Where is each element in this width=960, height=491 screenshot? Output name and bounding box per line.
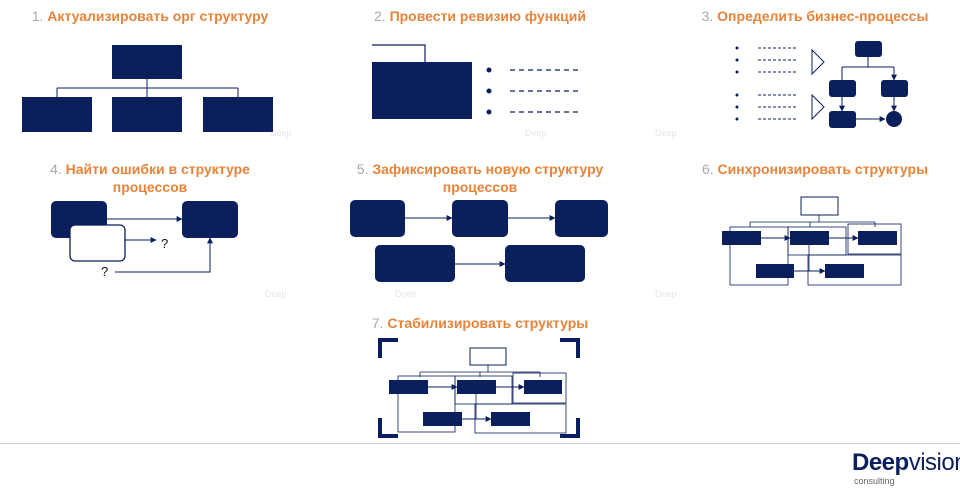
question-mark: ?	[101, 264, 109, 279]
bullet-dot	[735, 58, 739, 62]
org-top-box	[112, 45, 182, 79]
chevron-right-icon	[811, 93, 825, 121]
step-3-number: 3.	[701, 8, 714, 24]
process-box	[505, 245, 585, 282]
synchronize-diagram	[722, 196, 902, 286]
process-box	[491, 412, 530, 426]
footer-divider	[0, 443, 960, 444]
unit-frame	[512, 372, 567, 404]
function-audit-diagram	[372, 44, 580, 119]
process-box	[722, 231, 761, 245]
logo-deep: Deep	[852, 449, 909, 476]
bullet-dot	[486, 109, 492, 115]
watermark: Deep	[655, 128, 677, 138]
org-top-box	[800, 196, 839, 216]
watermark: Deep	[395, 289, 417, 299]
unit-frame	[729, 226, 789, 286]
org-top-box	[469, 347, 507, 366]
org-child-box	[22, 97, 92, 132]
bullet-dot	[735, 70, 739, 74]
business-process-diagram	[735, 41, 908, 128]
watermark: Deep	[270, 128, 292, 138]
step-3-title: 3. Определить бизнес-процессы	[680, 7, 950, 25]
chevron-right-icon	[811, 48, 825, 76]
process-box	[829, 111, 856, 128]
step-7-number: 7.	[371, 315, 384, 331]
step-1-label: Актуализировать орг структуру	[47, 8, 269, 24]
step-4-number: 4.	[50, 161, 62, 177]
org-child-box	[112, 97, 182, 132]
step-1-title: 1. Актуализировать орг структуру	[20, 7, 280, 25]
watermark: Deep	[265, 289, 287, 299]
step-2-title: 2. Провести ревизию функций	[350, 7, 610, 25]
org-connector	[749, 215, 876, 227]
find-errors-diagram	[51, 201, 238, 273]
unit-frame	[807, 254, 902, 286]
bullet-dot	[486, 88, 492, 94]
process-box	[855, 41, 882, 57]
step-6-number: 6.	[701, 161, 714, 177]
unit-frame	[847, 223, 902, 255]
process-box	[452, 200, 508, 237]
step-7-label: Стабилизировать структуры	[387, 315, 589, 331]
process-box	[524, 380, 562, 394]
function-tab-line	[372, 44, 426, 62]
logo-subtitle: consulting	[854, 476, 895, 486]
process-arrow	[115, 237, 213, 273]
process-box	[389, 380, 428, 394]
step-2-label: Провести ревизию функций	[389, 8, 586, 24]
bullet-dot	[486, 67, 492, 73]
process-box	[375, 245, 455, 282]
org-chart-diagram	[22, 45, 273, 132]
step-1-number: 1.	[31, 8, 44, 24]
process-end-circle	[886, 111, 902, 127]
bullet-dot	[735, 46, 739, 50]
process-connector	[841, 57, 894, 80]
process-box	[829, 80, 856, 97]
process-box	[858, 231, 897, 245]
stabilize-diagram	[378, 338, 580, 438]
step-3-label: Определить бизнес-процессы	[717, 8, 929, 24]
function-box	[372, 62, 472, 119]
step-7-title: 7. Стабилизировать структуры	[350, 314, 610, 332]
dashed-lines	[758, 47, 798, 120]
bullet-list	[735, 46, 739, 121]
corner-bracket	[378, 418, 398, 438]
process-box	[790, 231, 829, 245]
org-connector	[419, 365, 541, 377]
deepvision-logo: Deepvision consulting	[852, 449, 960, 488]
process-box	[881, 80, 908, 97]
step-5-title: 5. Зафиксировать новую структуру процесс…	[345, 160, 615, 196]
process-box	[423, 412, 462, 426]
bullet-dot	[735, 117, 739, 121]
step-2-number: 2.	[373, 8, 386, 24]
new-structure-diagram	[350, 200, 608, 282]
step-5-number: 5.	[356, 161, 369, 177]
org-connector	[56, 79, 239, 97]
process-box	[457, 380, 496, 394]
process-box	[756, 264, 794, 278]
bullet-dot	[735, 105, 739, 109]
step-6-title: 6. Синхронизировать структуры	[680, 160, 950, 178]
step-4-label: Найти ошибки в структуре процессов	[65, 161, 250, 195]
bullet-dot	[735, 93, 739, 97]
step-5-label: Зафиксировать новую структуру процессов	[372, 161, 604, 195]
logo-wordmark: Deepvision	[852, 449, 960, 476]
process-box	[350, 200, 405, 237]
watermark: Deep	[655, 289, 677, 299]
logo-vision: vision	[908, 449, 960, 476]
process-box	[825, 264, 864, 278]
step-4-title: 4. Найти ошибки в структуре процессов	[30, 160, 270, 196]
unknown-process-box	[69, 224, 126, 262]
step-6-label: Синхронизировать структуры	[717, 161, 929, 177]
watermark: Deep	[525, 128, 547, 138]
process-box	[555, 200, 608, 237]
corner-bracket	[378, 338, 398, 358]
corner-bracket	[560, 418, 580, 438]
corner-bracket	[560, 338, 580, 358]
question-mark: ?	[161, 236, 169, 251]
process-box	[182, 201, 238, 238]
org-child-box	[203, 97, 273, 132]
